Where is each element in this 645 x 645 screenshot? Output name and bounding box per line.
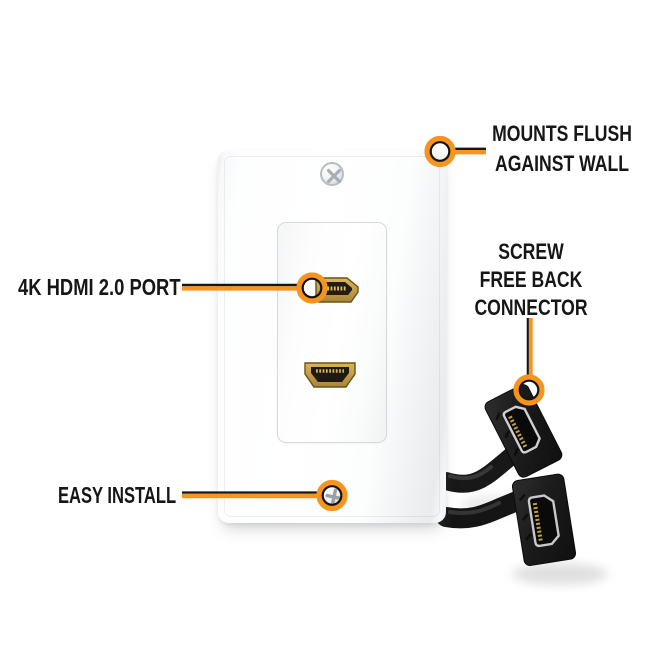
phillips-screw-bottom-icon <box>320 483 344 507</box>
callout-label-mounts-flush: MOUNTS FLUSH AGAINST WALL <box>490 119 634 179</box>
callout-label-easy-install: EASY INSTALL <box>58 482 177 508</box>
phillips-screw-top-icon <box>320 162 344 186</box>
hdmi-cable-upper-highlight <box>448 465 493 481</box>
hdmi-connector-lower <box>511 473 577 567</box>
label-line: MOUNTS FLUSH <box>492 121 632 146</box>
phillips-cross-icon <box>325 488 343 506</box>
wall-plate <box>218 150 446 523</box>
phillips-cross-icon <box>326 168 342 184</box>
hdmi-port-bottom-icon <box>304 362 356 388</box>
hdmi-socket-upper <box>502 405 541 454</box>
hdmi-pins-upper <box>508 415 528 448</box>
label-line: FREE BACK <box>479 267 583 292</box>
hdmi-cable-lower-highlight <box>448 501 501 515</box>
hdmi-cable-lower <box>436 484 544 529</box>
callout-label-screw-free: SCREW FREE BACK CONNECTOR <box>459 238 603 322</box>
hdmi-connector-upper <box>484 384 563 478</box>
label-line: CONNECTOR <box>474 295 588 320</box>
connector-shadow <box>512 563 608 585</box>
label-line: SCREW <box>498 239 564 264</box>
plate-bevel <box>224 156 440 517</box>
decora-insert-panel <box>277 222 387 443</box>
callout-label-hdmi-port: 4K HDMI 2.0 PORT <box>18 274 181 300</box>
hdmi-port-top-icon <box>315 277 359 303</box>
label-line: AGAINST WALL <box>495 151 629 176</box>
